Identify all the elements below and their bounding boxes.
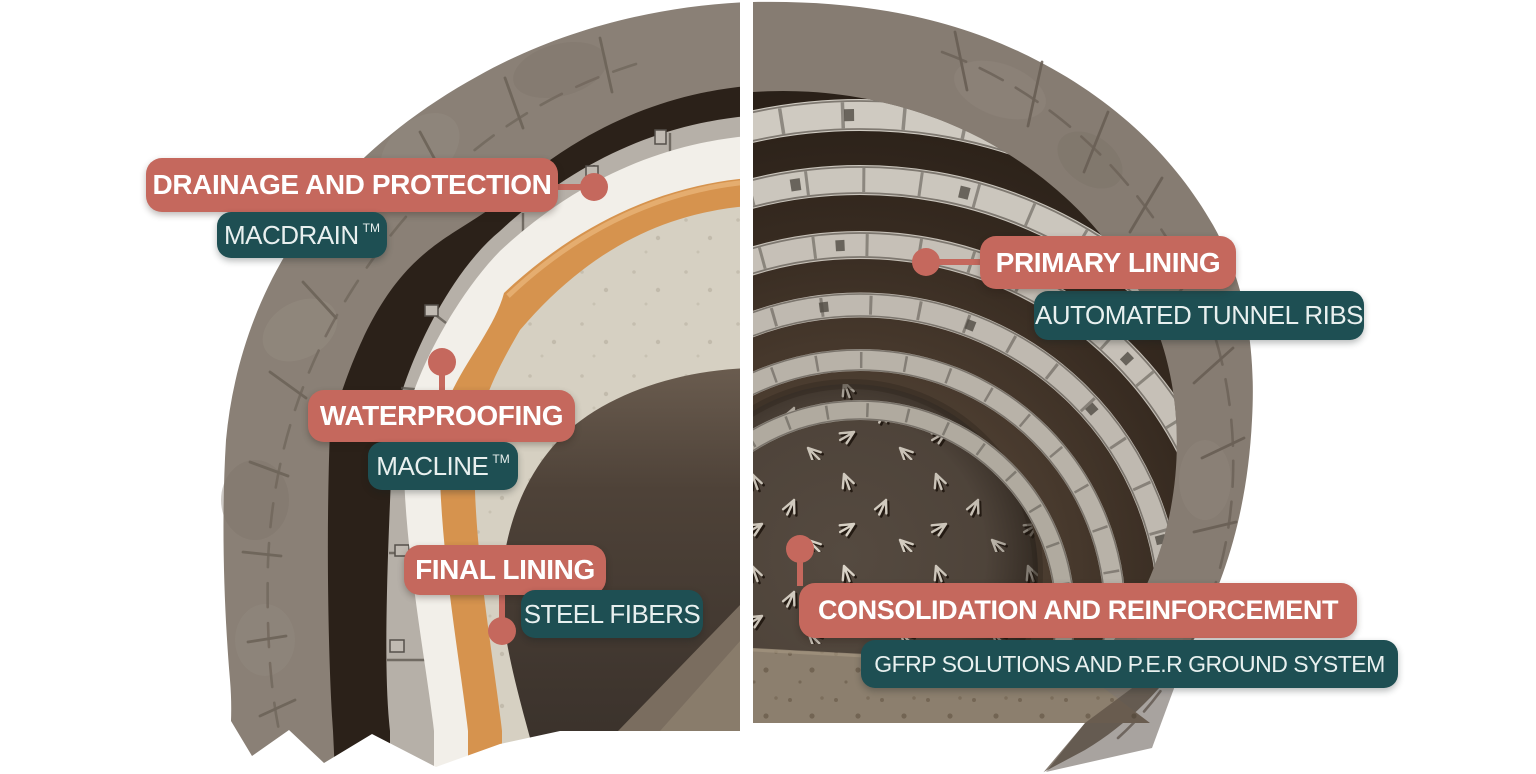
tunnel-floor-left-light xyxy=(660,640,741,731)
connector-dot xyxy=(488,617,516,645)
rib-ring xyxy=(753,99,1177,723)
product-name: STEEL FIBERS xyxy=(523,598,701,629)
right-bottom-edge xyxy=(753,723,1085,774)
callout-title-text: CONSOLIDATION AND REINFORCEMENT xyxy=(817,595,1339,625)
callout-title-text: FINAL LINING xyxy=(415,554,595,585)
connector-final-lining xyxy=(488,592,516,645)
connector-primary-lining xyxy=(912,248,982,276)
connector-dot xyxy=(428,348,456,376)
product-name: MACLINE xyxy=(376,450,489,481)
left-half-finished-lining xyxy=(190,2,741,774)
callout-connectors xyxy=(428,173,982,645)
connector-dot xyxy=(912,248,940,276)
connector-waterproofing xyxy=(428,348,456,392)
callout-title-text: PRIMARY LINING xyxy=(995,246,1221,278)
connector-dot xyxy=(580,173,608,201)
waterproofing-highlight xyxy=(506,180,741,298)
rib-ring xyxy=(753,231,1177,723)
callout-primary-lining-product: AUTOMATED TUNNEL RIBS xyxy=(1034,291,1364,340)
trademark-symbol: TM xyxy=(492,452,510,466)
callout-consolidation-title: CONSOLIDATION AND REINFORCEMENT xyxy=(799,583,1357,638)
callout-waterproofing-title: WATERPROOFING xyxy=(308,390,575,442)
trademark-symbol: TM xyxy=(362,221,380,235)
rib-ring xyxy=(753,165,1177,723)
connector-consolidation xyxy=(786,535,814,586)
callout-title-text: DRAINAGE AND PROTECTION xyxy=(152,169,552,200)
product-name: GFRP SOLUTIONS AND P.E.R GROUND SYSTEM xyxy=(874,650,1385,677)
product-name: MACDRAIN xyxy=(224,219,359,250)
callout-primary-lining-title: PRIMARY LINING xyxy=(980,236,1236,289)
callout-title-text: WATERPROOFING xyxy=(319,400,564,431)
callout-drainage-title: DRAINAGE AND PROTECTION xyxy=(146,158,558,212)
left-bottom-edge xyxy=(190,706,741,774)
connector-drainage xyxy=(556,173,608,201)
callout-consolidation-product: GFRP SOLUTIONS AND P.E.R GROUND SYSTEM xyxy=(861,640,1398,688)
callout-final-lining-product: STEEL FIBERS xyxy=(521,590,703,638)
split-divider xyxy=(740,0,753,774)
product-name: AUTOMATED TUNNEL RIBS xyxy=(1034,300,1364,330)
callout-final-lining-title: FINAL LINING xyxy=(404,545,606,595)
connector-dot xyxy=(786,535,814,563)
